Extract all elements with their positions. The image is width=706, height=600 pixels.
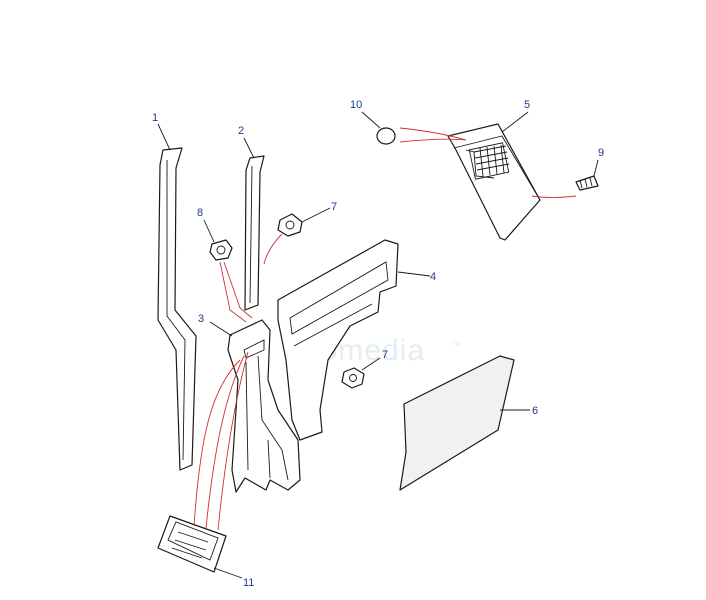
- callout-9: 9: [598, 147, 604, 159]
- callout-8: 8: [197, 207, 203, 219]
- part-4-side-panel: [277, 239, 431, 441]
- callout-11: 11: [243, 577, 254, 589]
- callout-2: 2: [238, 125, 244, 137]
- vent-grille: [468, 142, 510, 180]
- callout-3: 3: [198, 313, 204, 325]
- part-5-vent-panel: [447, 111, 541, 241]
- part-6-flat-panel: [399, 355, 530, 491]
- part-2-narrow-strip: [243, 137, 265, 311]
- callout-7-lower: 7: [382, 349, 388, 361]
- part-7-screw-lower: [341, 357, 381, 389]
- part-7-screw-upper: [277, 207, 331, 237]
- watermark-tm: TM: [452, 342, 461, 348]
- part-10-plug: [361, 111, 396, 145]
- fitting-lines: [193, 127, 577, 531]
- callout-1: 1: [152, 112, 158, 124]
- callout-10: 10: [350, 99, 362, 111]
- callout-5: 5: [524, 99, 530, 111]
- callout-6: 6: [532, 405, 538, 417]
- callout-labels: 1 2 3 4 5 6 7 7 8 9 10 11: [152, 99, 604, 589]
- part-11-grille: [157, 515, 243, 579]
- part-3-pillar-trim: [209, 319, 301, 493]
- callout-7-upper: 7: [331, 201, 337, 213]
- callout-4: 4: [430, 271, 436, 283]
- part-9-screw: [575, 159, 599, 191]
- part-1-trim-strip: [157, 123, 197, 471]
- part-8-clip: [203, 219, 233, 261]
